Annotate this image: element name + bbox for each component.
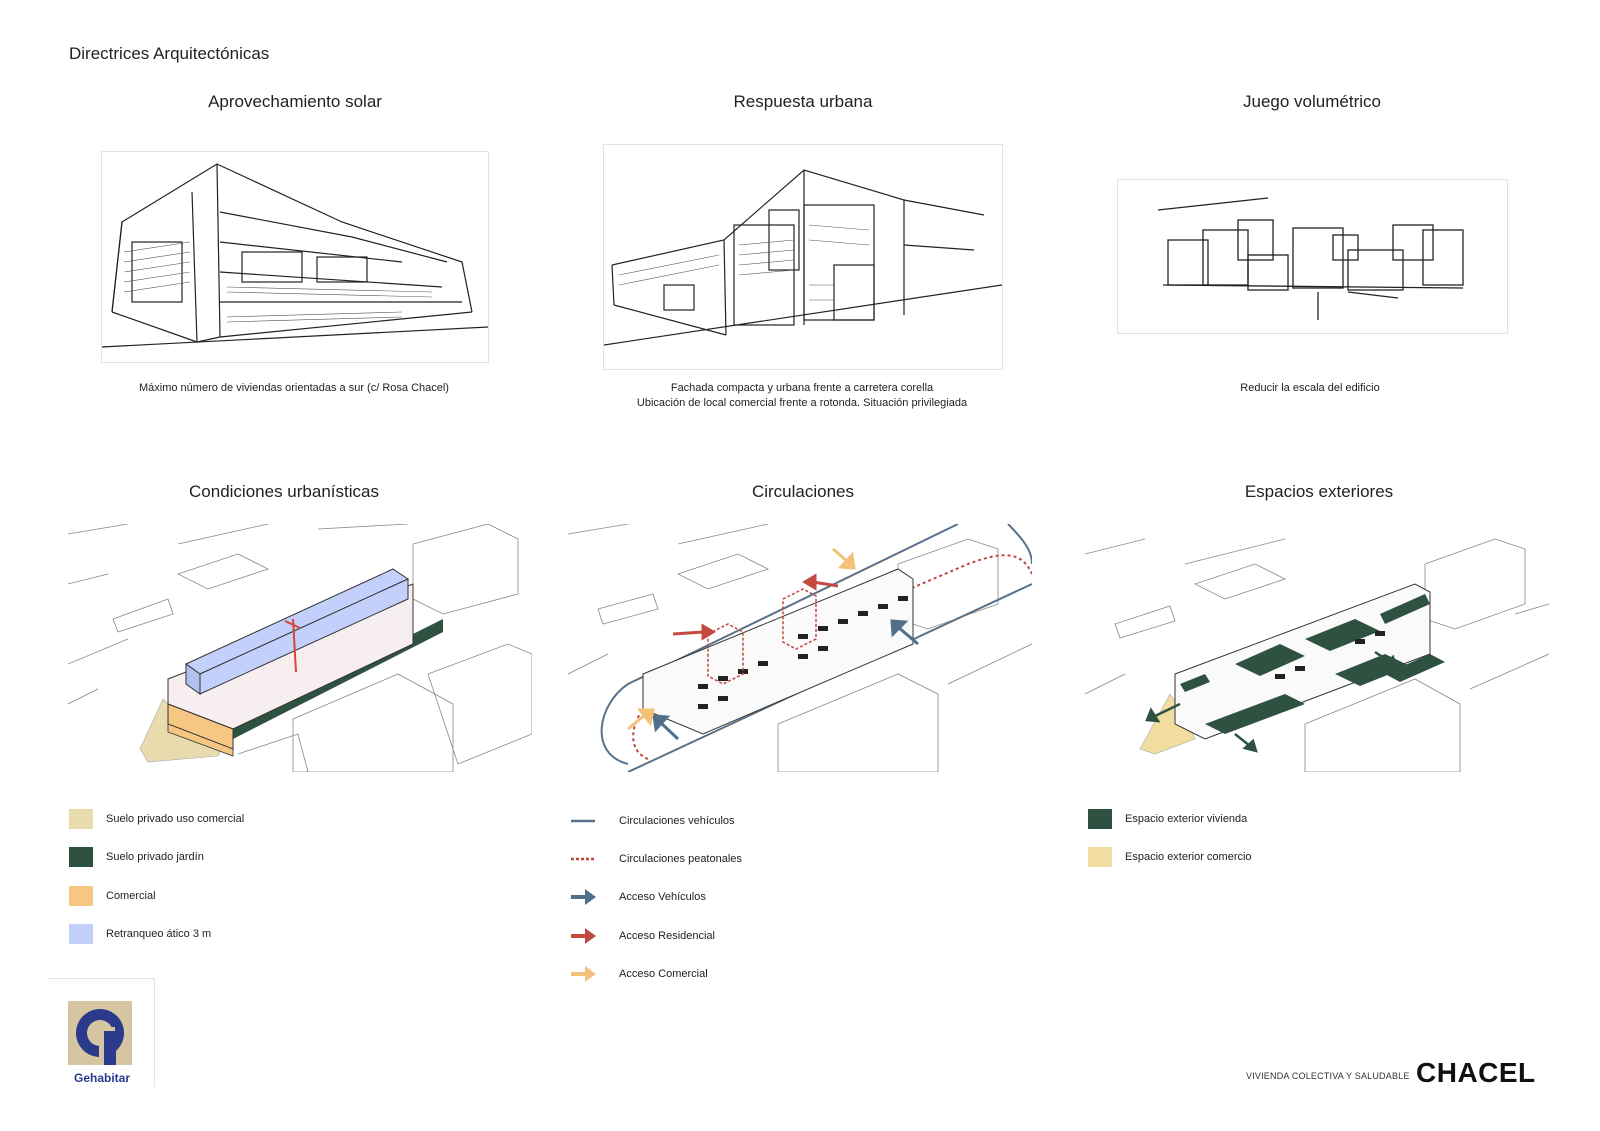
legend-item: Acceso Comercial [569,964,708,984]
section-title-solar: Aprovechamiento solar [208,92,382,111]
logo-area: Gehabitar [48,978,155,1087]
legend-label: Suelo privado jardín [106,851,204,863]
legend-label: Espacio exterior vivienda [1125,813,1248,825]
diagram-circulaciones [568,524,1032,772]
legend-label: Circulaciones peatonales [619,853,742,865]
diagram-exteriores [1085,524,1549,772]
sketch-urbana-drawing [603,169,1003,346]
section-title-circulaciones: Circulaciones [751,482,855,501]
swatch-retranqueo [69,924,93,944]
legend-item: Espacio exterior comercio [1088,847,1252,867]
diagram-urbanisticas-drawing [68,524,532,772]
sketch-solar [101,151,489,363]
gehabitar-logo-icon [68,1001,132,1065]
legend-item: Espacio exterior vivienda [1088,809,1247,829]
arrow-icon [569,926,597,946]
footer-brand: CHACEL [1416,1057,1536,1088]
legend-label: Retranqueo ático 3 m [106,928,212,940]
legend-item: Circulaciones vehículos [569,811,735,831]
page-title: Directrices Arquitectónicas [69,44,270,63]
diagram-urbanisticas [68,524,532,772]
swatch-suelo-comercial [69,809,93,829]
legend-item: Circulaciones peatonales [569,849,742,869]
logo-name: Gehabitar [73,1071,130,1085]
caption-volumetrico: Reducir la escala del edificio [1240,382,1380,394]
swatch-suelo-jardin [69,847,93,867]
footer-subtitle: VIVIENDA COLECTIVA Y SALUDABLE [1246,1071,1410,1081]
swatch-exterior-vivienda [1088,809,1112,829]
legend-item: Acceso Residencial [569,926,715,946]
legend-label: Circulaciones vehículos [619,815,735,827]
solid-line-icon [569,811,597,831]
sketch-solar-drawing [101,163,489,348]
diagram-circulaciones-drawing [568,524,1032,772]
sketch-volumetrico-drawing [1157,197,1464,320]
dotted-line-icon [569,849,597,869]
legend-item: Retranqueo ático 3 m [69,924,211,944]
diagram-exteriores-drawing [1085,538,1549,772]
section-title-urbana: Respuesta urbana [733,92,873,111]
legend-label: Espacio exterior comercio [1125,851,1252,863]
caption-urbana-line1: Fachada compacta y urbana frente a carre… [670,382,934,394]
arrow-icon [569,887,597,907]
swatch-exterior-comercio [1088,847,1112,867]
section-title-volumetrico: Juego volumétrico [1243,92,1381,111]
legend-item: Comercial [69,886,156,906]
legend-item: Suelo privado jardín [69,847,204,867]
legend-label: Acceso Comercial [619,968,708,980]
section-title-urbanisticas: Condiciones urbanísticas [189,482,379,501]
sketch-urbana [603,144,1003,370]
legend-label: Acceso Vehículos [619,891,706,903]
swatch-comercial [69,886,93,906]
legend-item: Acceso Vehículos [569,887,706,907]
legend-label: Acceso Residencial [619,930,715,942]
legend-label: Comercial [106,890,156,902]
arrow-icon [569,964,597,984]
caption-urbana-line2: Ubicación de local comercial frente a ro… [636,397,968,409]
caption-solar: Máximo número de viviendas orientadas a … [139,382,449,394]
legend-item: Suelo privado uso comercial [69,809,244,829]
sketch-volumetrico [1117,179,1508,334]
section-title-exteriores: Espacios exteriores [1244,482,1394,501]
legend-label: Suelo privado uso comercial [106,813,245,825]
